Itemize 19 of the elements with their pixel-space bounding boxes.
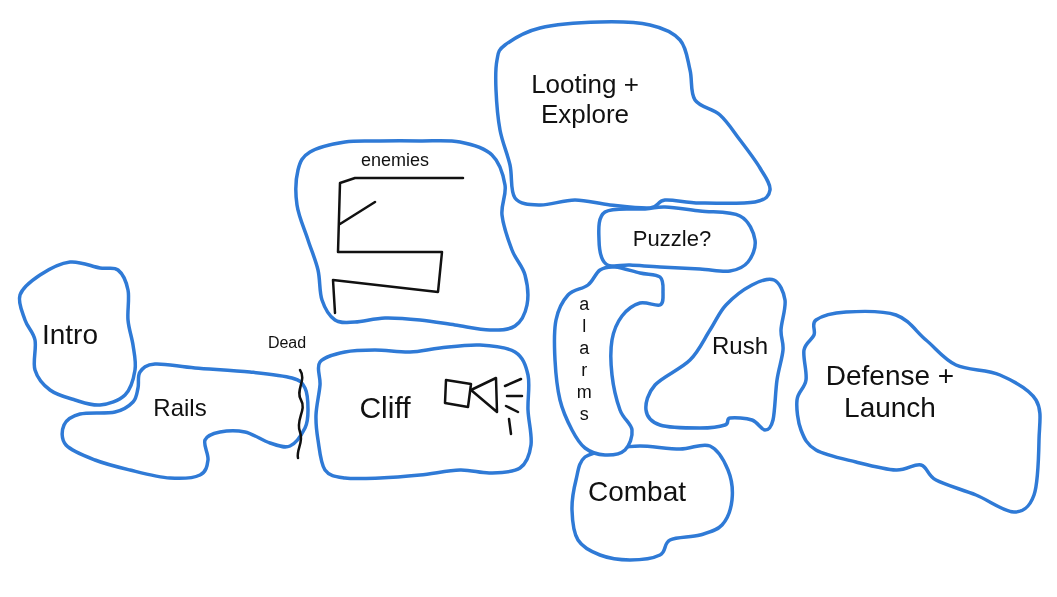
area-blob bbox=[15, 257, 140, 410]
area-label: alarms bbox=[573, 294, 595, 426]
area-label: enemies bbox=[361, 149, 429, 171]
area-blob bbox=[292, 136, 532, 335]
area-label: Puzzle? bbox=[632, 226, 712, 252]
area-blob bbox=[59, 359, 313, 483]
area-label: Rails bbox=[153, 394, 207, 422]
area-blob bbox=[567, 441, 737, 565]
area-label: Looting + Explore bbox=[530, 70, 640, 130]
area-blob bbox=[594, 202, 760, 276]
area-blob bbox=[792, 307, 1044, 517]
area-label: Cliff bbox=[359, 390, 411, 426]
area-blob bbox=[641, 275, 790, 435]
area-label: Intro bbox=[42, 318, 98, 352]
area-label: Defense + Launch bbox=[825, 359, 955, 425]
note-label: Dead bbox=[267, 334, 307, 352]
area-label: Combat bbox=[588, 475, 686, 509]
area-blob bbox=[311, 340, 536, 483]
area-label: Rush bbox=[712, 332, 768, 360]
